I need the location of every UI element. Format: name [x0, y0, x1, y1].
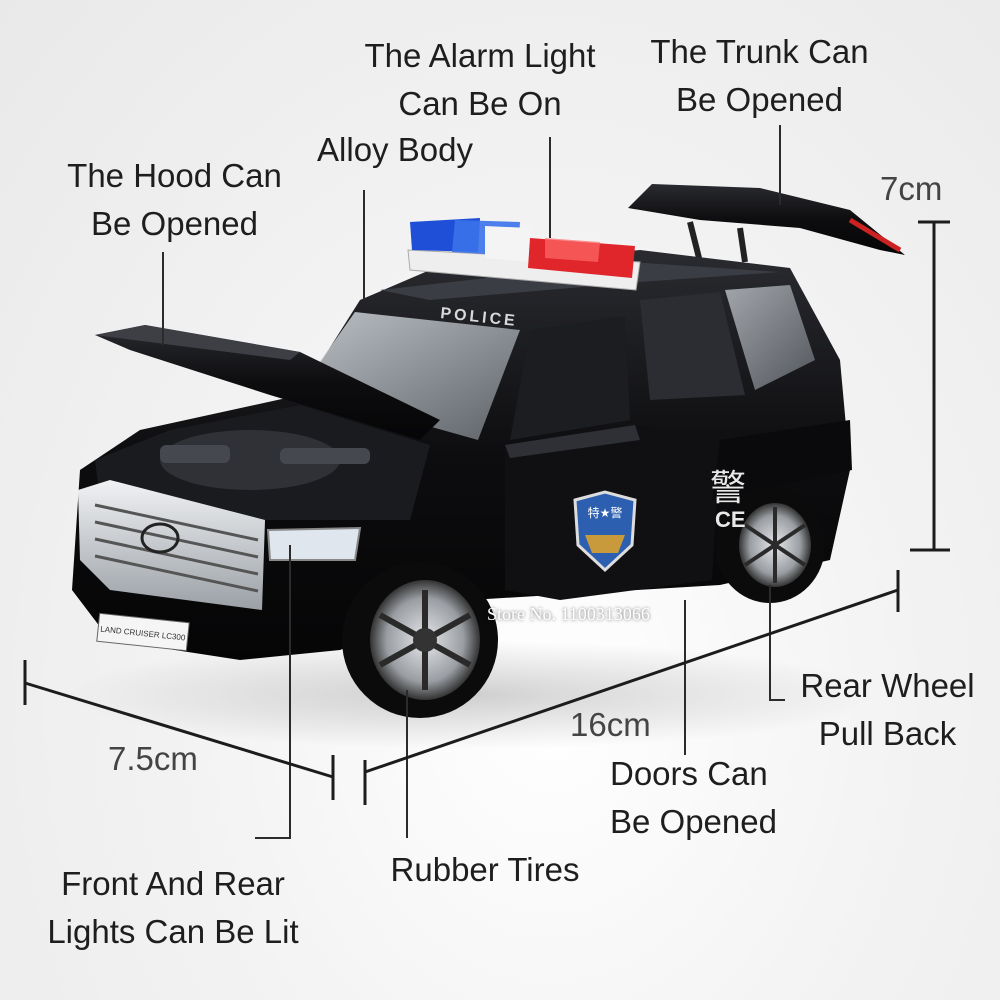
hood [95, 325, 440, 440]
side-character: 警 [710, 468, 746, 509]
front-grille [78, 480, 265, 610]
front-wheel [342, 562, 498, 718]
label-rubber-tires: Rubber Tires [390, 851, 580, 888]
trunk-lid [628, 184, 905, 263]
headlight [266, 526, 362, 561]
alarm-light-bar [407, 218, 641, 291]
leader-lines [162, 125, 785, 839]
dim-length: 16cm [570, 706, 651, 743]
license-plate: LAND CRUISER LC300 [96, 612, 190, 652]
dim-height: 7cm [880, 170, 943, 207]
store-watermark: Store No. 1100313066 [487, 604, 650, 624]
side-ce-text: CE [715, 507, 746, 532]
dimension-lines [23, 220, 950, 805]
svg-text:特★警: 特★警 [588, 505, 623, 520]
car-body [72, 250, 852, 660]
dim-width: 7.5cm [108, 740, 198, 777]
police-badge: 特★警 [573, 490, 637, 573]
engine-bay [95, 405, 430, 520]
rear-wheel [715, 487, 825, 603]
label-alloy-body: Alloy Body [317, 131, 473, 168]
